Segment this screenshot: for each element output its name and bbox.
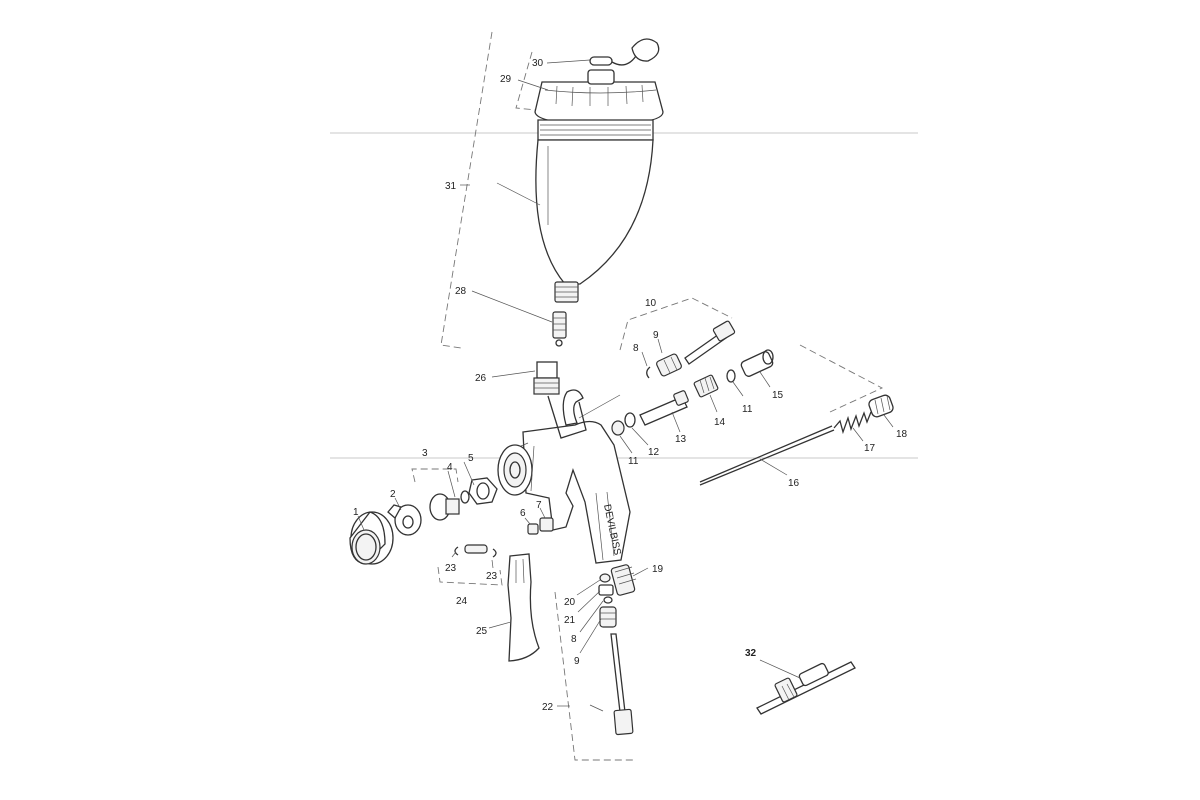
label-32: 32 <box>745 648 757 659</box>
label-1: 1 <box>353 507 359 518</box>
label-11-right: 11 <box>742 404 753 415</box>
o-ring-8 <box>603 596 613 604</box>
valve-21 <box>598 584 614 596</box>
clip-20 <box>599 573 611 583</box>
cup-lid <box>534 69 664 125</box>
air-valve-22 <box>610 633 634 736</box>
label-11-left: 11 <box>628 456 639 467</box>
clip-8 <box>646 366 651 379</box>
label-13: 13 <box>675 434 687 445</box>
label-18: 18 <box>896 429 908 440</box>
label-5: 5 <box>468 453 474 464</box>
baffle <box>468 477 498 505</box>
leader-lines <box>357 59 894 712</box>
label-20: 20 <box>564 597 576 608</box>
vent-cap <box>589 38 660 66</box>
gun-body: DEVILBISS <box>497 389 631 564</box>
trigger <box>507 553 540 662</box>
clip-23-right <box>492 548 497 558</box>
label-21: 21 <box>564 615 576 626</box>
valve-stem-13 <box>639 390 689 426</box>
valve-spring-14 <box>693 374 719 398</box>
label-19: 19 <box>652 564 664 575</box>
label-8-top: 8 <box>633 343 639 354</box>
label-28: 28 <box>455 286 467 297</box>
bracket-3 <box>411 468 459 483</box>
paint-cup <box>535 119 654 303</box>
clip-23-left <box>454 546 459 556</box>
bracket-31 <box>440 31 493 349</box>
label-16: 16 <box>788 478 800 489</box>
bracket-15-18 <box>799 344 884 413</box>
label-26: 26 <box>475 373 487 384</box>
o-ring-4 <box>460 490 470 504</box>
bracket-29 <box>515 51 537 111</box>
cup-adapter <box>533 361 560 395</box>
label-12: 12 <box>648 447 660 458</box>
gasket-6 <box>527 523 539 535</box>
air-cap <box>387 504 422 536</box>
fluid-needle <box>699 425 835 486</box>
part-labels: 30 29 31 28 26 10 9 8 15 11 14 13 12 11 … <box>353 58 908 713</box>
o-ring-11-a <box>624 412 636 428</box>
label-31: 31 <box>445 181 457 192</box>
bracket-24 <box>437 566 503 586</box>
label-17: 17 <box>864 443 876 454</box>
valve-body-15 <box>740 349 774 377</box>
needle-packing-9 <box>656 353 682 377</box>
label-4: 4 <box>447 462 453 473</box>
bracket-10 <box>619 297 733 351</box>
label-2: 2 <box>390 489 396 500</box>
label-3: 3 <box>422 448 428 459</box>
fluid-tip <box>429 493 460 521</box>
adjusting-knob <box>868 394 894 418</box>
label-22: 22 <box>542 702 554 713</box>
packing-9 <box>599 606 617 628</box>
needle-packing-assembly-10 <box>684 320 736 365</box>
label-9-top: 9 <box>653 330 659 341</box>
label-25: 25 <box>476 626 488 637</box>
spare-needle-32 <box>756 661 856 715</box>
air-inlet-19 <box>610 564 637 596</box>
bracket-22 <box>554 591 636 761</box>
pin-7 <box>539 517 554 532</box>
label-29: 29 <box>500 74 512 85</box>
o-ring-11-b <box>726 369 736 383</box>
stud-24 <box>464 544 488 554</box>
label-23-right: 23 <box>486 571 498 582</box>
label-10: 10 <box>645 298 657 309</box>
label-8-bottom: 8 <box>571 634 577 645</box>
label-6: 6 <box>520 508 526 519</box>
needle-spring <box>833 411 872 435</box>
label-30: 30 <box>532 58 544 69</box>
air-cap-ring <box>349 511 394 565</box>
washer-12 <box>611 420 625 436</box>
cup-filter <box>552 311 567 347</box>
label-14: 14 <box>714 417 726 428</box>
label-23-left: 23 <box>445 563 457 574</box>
label-7: 7 <box>536 500 542 511</box>
label-15: 15 <box>772 390 784 401</box>
label-9-bottom: 9 <box>574 656 580 667</box>
label-24: 24 <box>456 596 468 607</box>
